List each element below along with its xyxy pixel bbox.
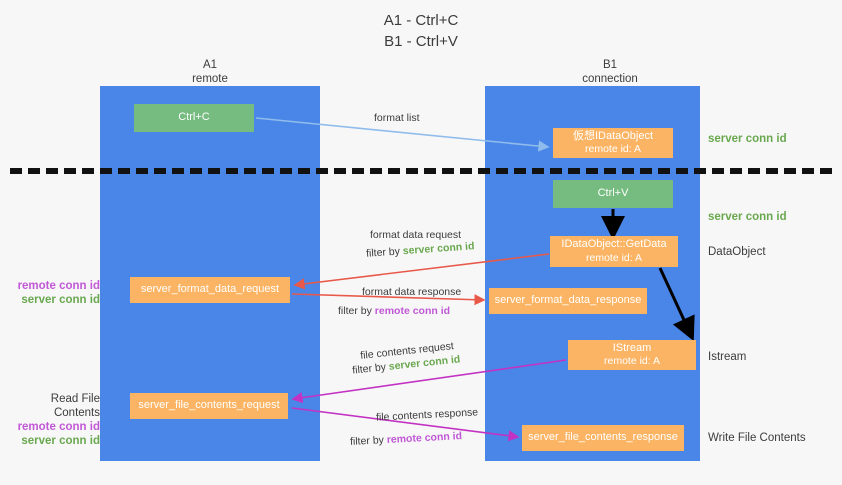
box-idataobject-line2: remote id: A bbox=[584, 143, 642, 155]
title-line-1: A1 - Ctrl+C bbox=[383, 12, 459, 29]
label-remote-conn-id-2: remote conn id bbox=[17, 421, 100, 433]
column-header-b1-role: connection bbox=[582, 73, 638, 85]
box-server-format-data-response-label: server_format_data_response bbox=[494, 294, 642, 307]
box-idataobject-line1: 仮想IDataObject bbox=[572, 129, 654, 142]
box-istream[interactable]: IStream remote id: A bbox=[568, 340, 696, 370]
filter-value-server-conn-id-1: server conn id bbox=[402, 240, 475, 258]
label-server-conn-id-2: server conn id bbox=[21, 435, 100, 447]
label-server-conn-id-second: server conn id bbox=[708, 211, 787, 223]
arrow-label-format-data-request: format data request bbox=[370, 229, 462, 241]
box-server-format-data-request-label: server_format_data_request bbox=[140, 283, 280, 296]
filter-value-remote-conn-id-2: remote conn id bbox=[386, 430, 463, 446]
box-idataobject-getdata[interactable]: IDataObject::GetData remote id: A bbox=[550, 236, 678, 267]
arrow-label-format-data-response-filter: filter by remote conn id bbox=[338, 304, 450, 318]
box-istream-line1: IStream bbox=[612, 341, 652, 354]
filter-prefix-2: filter by bbox=[338, 305, 375, 317]
arrow-label-format-list: format list bbox=[374, 112, 420, 124]
filter-prefix-4: filter by bbox=[349, 434, 388, 448]
box-idataobject[interactable]: 仮想IDataObject remote id: A bbox=[553, 128, 673, 158]
title-line-2: B1 - Ctrl+V bbox=[384, 33, 458, 50]
label-left-conn-ids-top: remote conn id server conn id bbox=[8, 279, 100, 307]
arrow-label-format-data-request-filter: filter by server conn id bbox=[366, 239, 475, 261]
box-server-file-contents-request-label: server_file_contents_request bbox=[138, 399, 280, 412]
box-server-format-data-response[interactable]: server_format_data_response bbox=[489, 288, 647, 314]
box-server-format-data-request[interactable]: server_format_data_request bbox=[130, 277, 290, 303]
box-getdata-line1: IDataObject::GetData bbox=[561, 238, 667, 250]
box-server-file-contents-response-label: server_file_contents_response bbox=[528, 431, 678, 444]
box-getdata-line2: remote id: A bbox=[585, 251, 643, 264]
label-read-file-contents: Read File Contents bbox=[50, 393, 100, 419]
filter-prefix-1: filter by bbox=[365, 245, 404, 260]
phase-divider bbox=[10, 168, 832, 174]
arrow-label-format-data-response: format data response bbox=[362, 286, 462, 298]
label-server-conn-id-top: server conn id bbox=[708, 133, 787, 145]
box-server-file-contents-response[interactable]: server_file_contents_response bbox=[522, 425, 684, 451]
label-write-file-contents: Write File Contents bbox=[708, 432, 806, 444]
box-ctrl-v[interactable]: Ctrl+V bbox=[553, 180, 673, 208]
column-header-b1: B1 connection bbox=[520, 58, 700, 86]
label-server-conn-id-1: server conn id bbox=[21, 294, 100, 306]
filter-value-remote-conn-id-1: remote conn id bbox=[374, 305, 451, 317]
box-server-file-contents-request[interactable]: server_file_contents_request bbox=[130, 393, 288, 419]
box-ctrl-c-label: Ctrl+C bbox=[178, 111, 210, 124]
box-istream-line2: remote id: A bbox=[603, 355, 661, 367]
column-header-a1: A1 remote bbox=[120, 58, 300, 86]
arrow-label-file-contents-response: file contents response bbox=[375, 406, 479, 424]
column-header-a1-name: A1 bbox=[202, 59, 218, 71]
column-header-b1-name: B1 bbox=[602, 59, 618, 71]
label-dataobject: DataObject bbox=[708, 246, 766, 258]
column-header-a1-role: remote bbox=[192, 73, 228, 85]
arrow-label-file-contents-response-filter: filter by remote conn id bbox=[350, 429, 463, 449]
page-title: A1 - Ctrl+C B1 - Ctrl+V bbox=[0, 10, 842, 52]
label-remote-conn-id-1: remote conn id bbox=[17, 280, 100, 292]
label-istream: Istream bbox=[708, 351, 747, 363]
filter-prefix-3: filter by bbox=[351, 360, 390, 377]
box-ctrl-v-label: Ctrl+V bbox=[597, 187, 629, 200]
label-left-read-file-group: Read File Contents remote conn id server… bbox=[8, 392, 100, 448]
box-ctrl-c[interactable]: Ctrl+C bbox=[134, 104, 254, 132]
